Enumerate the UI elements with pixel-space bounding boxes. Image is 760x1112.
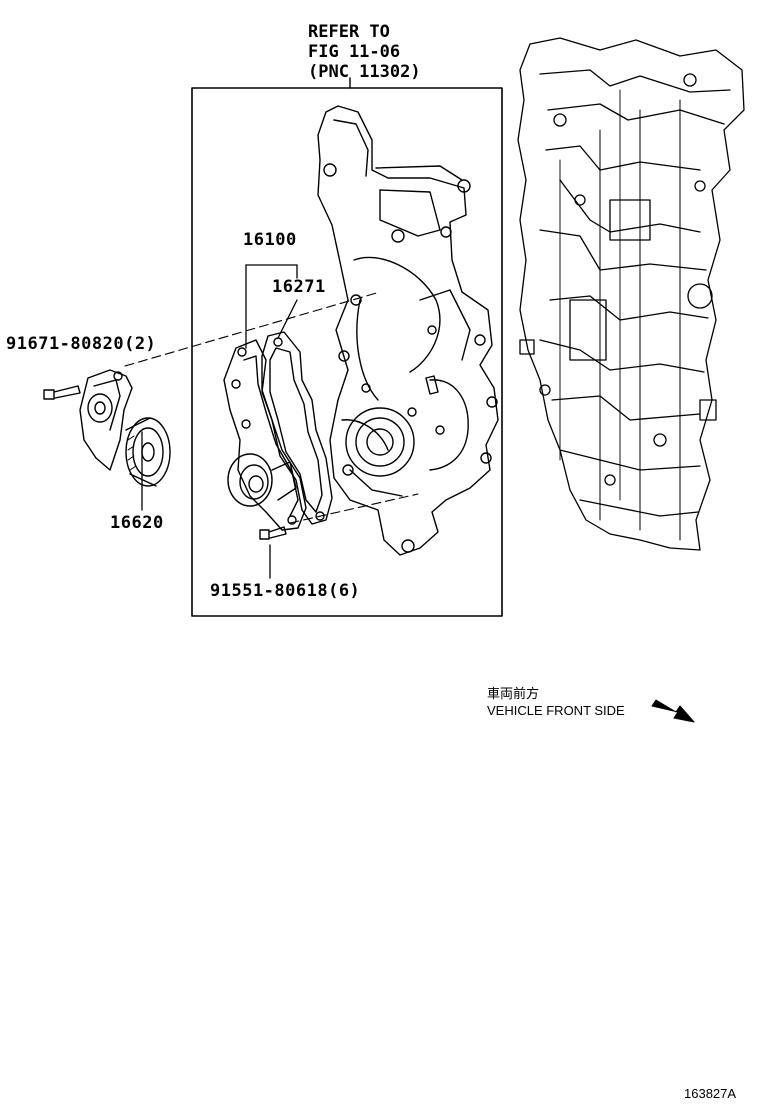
reference-line-3: (PNC 11302) xyxy=(308,62,421,82)
part-label-91551-80618: 91551-80618(6) xyxy=(210,581,361,601)
reference-line-1: REFER TO xyxy=(308,22,390,42)
vehicle-front-label: VEHICLE FRONT SIDE xyxy=(487,703,625,718)
water-pump xyxy=(223,339,307,531)
alignment-lines xyxy=(124,291,419,524)
vehicle-front-arrow-icon xyxy=(651,699,695,723)
reference-frame xyxy=(191,77,503,617)
part-label-91671-80820: 91671-80820(2) xyxy=(6,334,157,354)
bolt-lower xyxy=(259,526,287,540)
part-label-16620: 16620 xyxy=(110,513,164,533)
belt-tensioner xyxy=(79,369,171,487)
part-label-16100: 16100 xyxy=(243,230,297,250)
reference-line-2: FIG 11-06 xyxy=(308,42,401,62)
bolt-upper xyxy=(43,385,81,400)
leader-lines xyxy=(141,264,298,579)
reference-note: REFER TO FIG 11-06 (PNC 11302) xyxy=(308,22,421,82)
part-label-16271: 16271 xyxy=(272,277,326,297)
figure-number: 163827A xyxy=(684,1086,737,1101)
engine-block xyxy=(517,37,745,551)
timing-chain-cover xyxy=(317,105,499,556)
vehicle-front-label-japanese: 車両前方 xyxy=(487,687,540,702)
